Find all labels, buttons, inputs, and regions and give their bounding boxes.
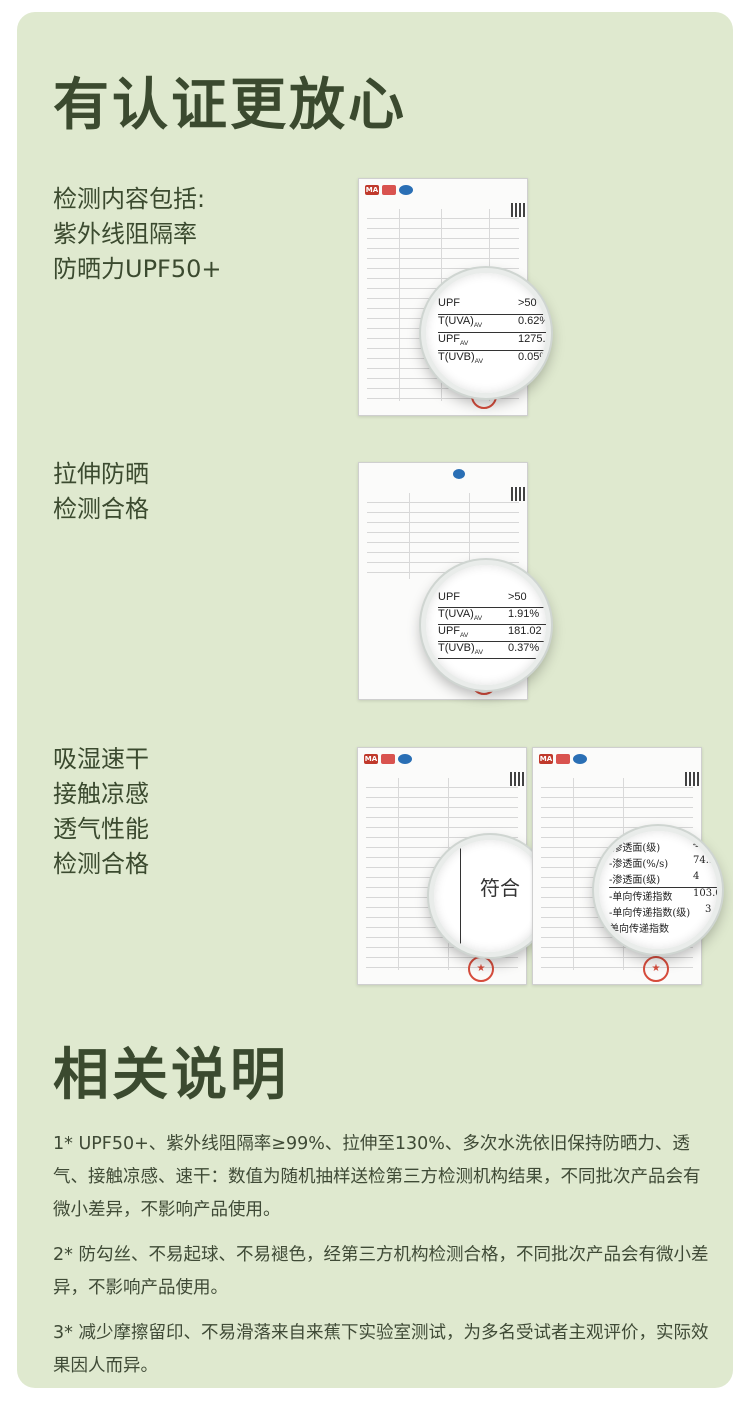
report-header bbox=[365, 469, 521, 485]
cnas-logo-icon bbox=[556, 754, 570, 764]
zoom-value: 74.9 bbox=[693, 855, 716, 866]
zoom-key: -单向传递指数 bbox=[609, 892, 673, 903]
report-column-line bbox=[398, 778, 399, 970]
zoom-row: -单向传递指数 103.6 bbox=[609, 888, 722, 904]
feature-block-uv: 检测内容包括: 紫外线阻隔率 防晒力UPF50+ bbox=[53, 182, 222, 287]
zoom-key: T(UVB) bbox=[438, 642, 475, 654]
report-column-line bbox=[469, 493, 470, 579]
ma-logo-icon: MA bbox=[539, 754, 553, 764]
zoom-value: 0.37% bbox=[508, 642, 540, 654]
ilac-logo-icon bbox=[399, 185, 413, 195]
zoom-key-sub: AV bbox=[474, 649, 483, 657]
zoom-key: -渗透面(级) bbox=[609, 843, 661, 854]
report-header: MA bbox=[539, 754, 695, 770]
ma-logo-icon: MA bbox=[365, 185, 379, 195]
zoom-value: 0.05% bbox=[518, 351, 550, 363]
zoom-row: T(UVA)AV 0.62% bbox=[438, 315, 550, 333]
feature-line: 吸湿速干 bbox=[53, 745, 149, 773]
zoom-key: -渗透面(级) bbox=[609, 875, 661, 886]
report-header: MA bbox=[365, 185, 521, 201]
report-header: MA bbox=[364, 754, 520, 770]
zoom-key-sub: AV bbox=[473, 615, 483, 623]
zoom-key-sub: AV bbox=[474, 358, 483, 366]
zoom-row: UPF >50 bbox=[438, 591, 546, 608]
cnas-logo-icon bbox=[382, 185, 396, 195]
zoom-value: 4 bbox=[693, 871, 700, 882]
feature-line: 透气性能 bbox=[53, 815, 149, 843]
zoom-key: UPF bbox=[438, 625, 460, 637]
feature-line: 检测合格 bbox=[53, 850, 149, 878]
report-column-line bbox=[573, 778, 574, 970]
feature-line: 接触凉感 bbox=[53, 780, 149, 808]
zoom-key: T(UVA) bbox=[438, 608, 474, 620]
notes-list: 1* UPF50+、紫外线阻隔率≥99%、拉伸至130%、多次水洗依旧保持防晒力… bbox=[53, 1128, 713, 1388]
zoom-key: UPF bbox=[438, 297, 460, 309]
zoom-key: UPF bbox=[438, 333, 460, 345]
zoom-value: >50 bbox=[508, 591, 527, 603]
zoom-key: -渗透面(%/s) bbox=[609, 859, 669, 870]
ilac-logo-icon bbox=[398, 754, 412, 764]
note-item-2: 2* 防勾丝、不易起球、不易褪色，经第三方机构检测合格，不同批次产品会有微小差异… bbox=[53, 1245, 709, 1298]
section-title-notes: 相关说明 bbox=[53, 1043, 289, 1108]
zoom-value: 3 bbox=[705, 904, 712, 915]
zoom-key: 单向传递指数 bbox=[609, 924, 669, 935]
zoom-key: T(UVA) bbox=[438, 315, 474, 327]
zoom-key: -单向传递指数(级) bbox=[609, 908, 691, 919]
red-seal-stamp-icon: ★ bbox=[468, 956, 494, 982]
section-title-certification: 有认证更放心 bbox=[53, 73, 407, 138]
red-seal-stamp-icon: ★ bbox=[643, 956, 669, 982]
feature-line: 紫外线阻隔率 bbox=[53, 220, 197, 248]
feature-line: 检测内容包括: bbox=[53, 185, 206, 213]
note-item-3: 3* 减少摩擦留印、不易滑落来自来蕉下实验室测试，为多名受试者主观评价，实际效果… bbox=[53, 1323, 709, 1376]
zoom-row: UPF >50 bbox=[438, 297, 546, 315]
zoom-row: T(UVB)AV 0.05% bbox=[438, 351, 550, 368]
ilac-logo-icon bbox=[453, 469, 465, 479]
zoom-key: T(UVB) bbox=[438, 351, 475, 363]
zoom-conform-text: 符合 bbox=[480, 876, 520, 900]
zoom-row: -单向传递指数(级) 3 bbox=[609, 904, 717, 920]
zoom-value: 103.6 bbox=[693, 888, 722, 899]
zoom-row: -渗透面(%/s) 74.9 bbox=[609, 855, 717, 871]
zoom-row: UPFAV 1275.1 bbox=[438, 333, 551, 351]
magnifier-zoom-4: -渗透面(级) 4 -渗透面(%/s) 74.9 -渗透面(级) 4 -单向传递指数 1… bbox=[594, 826, 722, 954]
report-column-line bbox=[399, 209, 400, 401]
ilac-logo-icon bbox=[573, 754, 587, 764]
zoom-row: -渗透面(级) 4 bbox=[609, 839, 717, 855]
zoom-value: 1275.1 bbox=[518, 333, 551, 345]
zoom-value: 0.62% bbox=[518, 315, 550, 327]
zoom-value: >50 bbox=[518, 297, 537, 309]
content-card: 有认证更放心 检测内容包括: 紫外线阻隔率 防晒力UPF50+ MA ★ UPF… bbox=[17, 12, 733, 1388]
zoom-value: 1.91% bbox=[508, 608, 540, 620]
zoom-key-sub: AV bbox=[460, 632, 469, 640]
feature-line: 检测合格 bbox=[53, 495, 149, 523]
zoom-key-sub: AV bbox=[460, 340, 469, 348]
report-column-line bbox=[409, 493, 410, 579]
note-item-1: 1* UPF50+、紫外线阻隔率≥99%、拉伸至130%、多次水洗依旧保持防晒力… bbox=[53, 1134, 701, 1220]
zoom-key-sub: AV bbox=[473, 322, 483, 330]
cnas-logo-icon bbox=[381, 754, 395, 764]
zoom-row: T(UVA)AV 1.91% bbox=[438, 608, 546, 625]
zoom-row: -渗透面(级) 4 bbox=[609, 871, 717, 888]
feature-block-stretch: 拉伸防晒 检测合格 bbox=[53, 457, 149, 527]
zoom-key: UPF bbox=[438, 591, 460, 603]
feature-line: 防晒力UPF50+ bbox=[53, 255, 222, 283]
zoom-value: 181.02 bbox=[508, 625, 542, 637]
zoom-divider bbox=[460, 840, 461, 952]
ma-logo-icon: MA bbox=[364, 754, 378, 764]
feature-line: 拉伸防晒 bbox=[53, 460, 149, 488]
zoom-row: T(UVB)AV 0.37% bbox=[438, 642, 546, 659]
zoom-row: UPFAV 181.02 bbox=[438, 625, 546, 642]
zoom-value: 4 bbox=[693, 839, 700, 850]
zoom-row: 单向传递指数 bbox=[609, 920, 717, 936]
feature-block-quickdry: 吸湿速干 接触凉感 透气性能 检测合格 bbox=[53, 742, 149, 882]
